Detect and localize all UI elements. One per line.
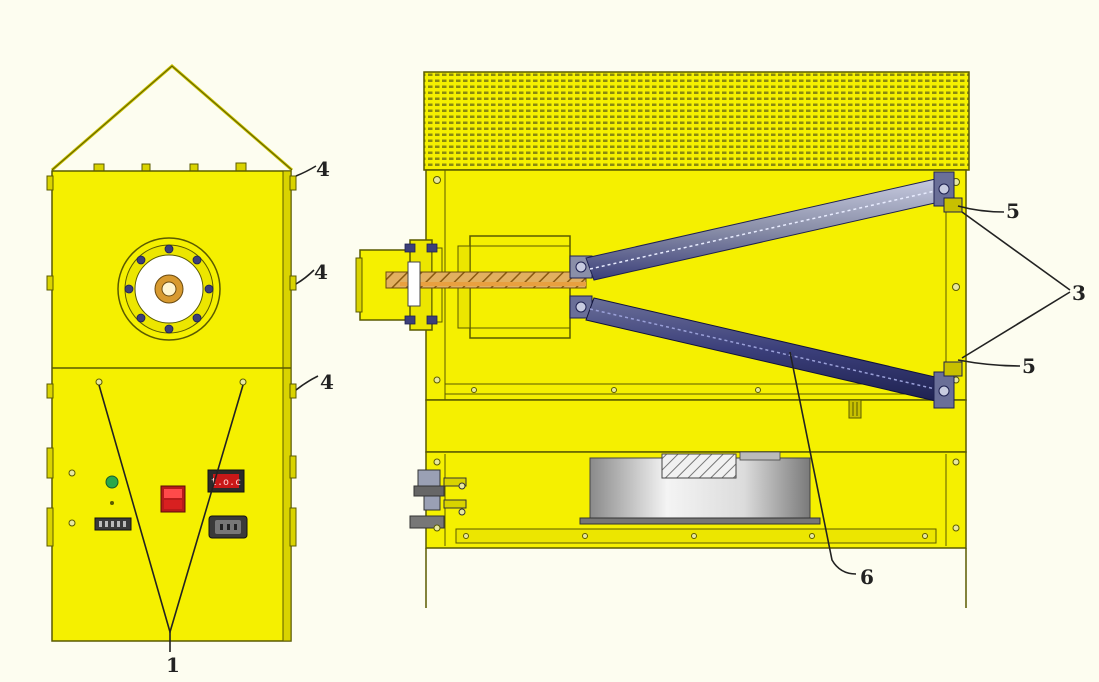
upper-end-mount (933, 171, 963, 213)
readout-text: t.o.c (211, 477, 241, 488)
side-view: 5 5 3 6 (355, 71, 1086, 608)
panel-screws (68, 378, 247, 527)
power-inlet (208, 515, 248, 539)
fan-drum (579, 451, 821, 525)
callout-3: 3 (1072, 281, 1086, 305)
callout-5-top: 5 (1006, 199, 1020, 223)
callout-4-top: 4 (316, 157, 330, 181)
junction-block (569, 255, 593, 319)
lower-end-mount (933, 361, 963, 409)
green-indicator-lamp (105, 475, 119, 489)
power-switch (160, 485, 186, 513)
round-flange (117, 237, 221, 341)
hanging-wire (51, 64, 293, 172)
vent-grille (423, 71, 970, 171)
front-view: t.o.c 1 4 4 4 (46, 64, 334, 677)
callout-1: 1 (166, 653, 180, 677)
small-bracket (848, 399, 862, 419)
side-clips (46, 175, 297, 547)
callout-6: 6 (860, 565, 874, 589)
callout-4-bottom: 4 (320, 370, 334, 394)
source-housing (355, 235, 587, 339)
top-studs (93, 162, 247, 173)
callout-5-bottom: 5 (1022, 354, 1036, 378)
digital-readout: t.o.c (207, 469, 245, 493)
connector-strip (94, 517, 132, 531)
callout-4-middle: 4 (314, 260, 328, 284)
